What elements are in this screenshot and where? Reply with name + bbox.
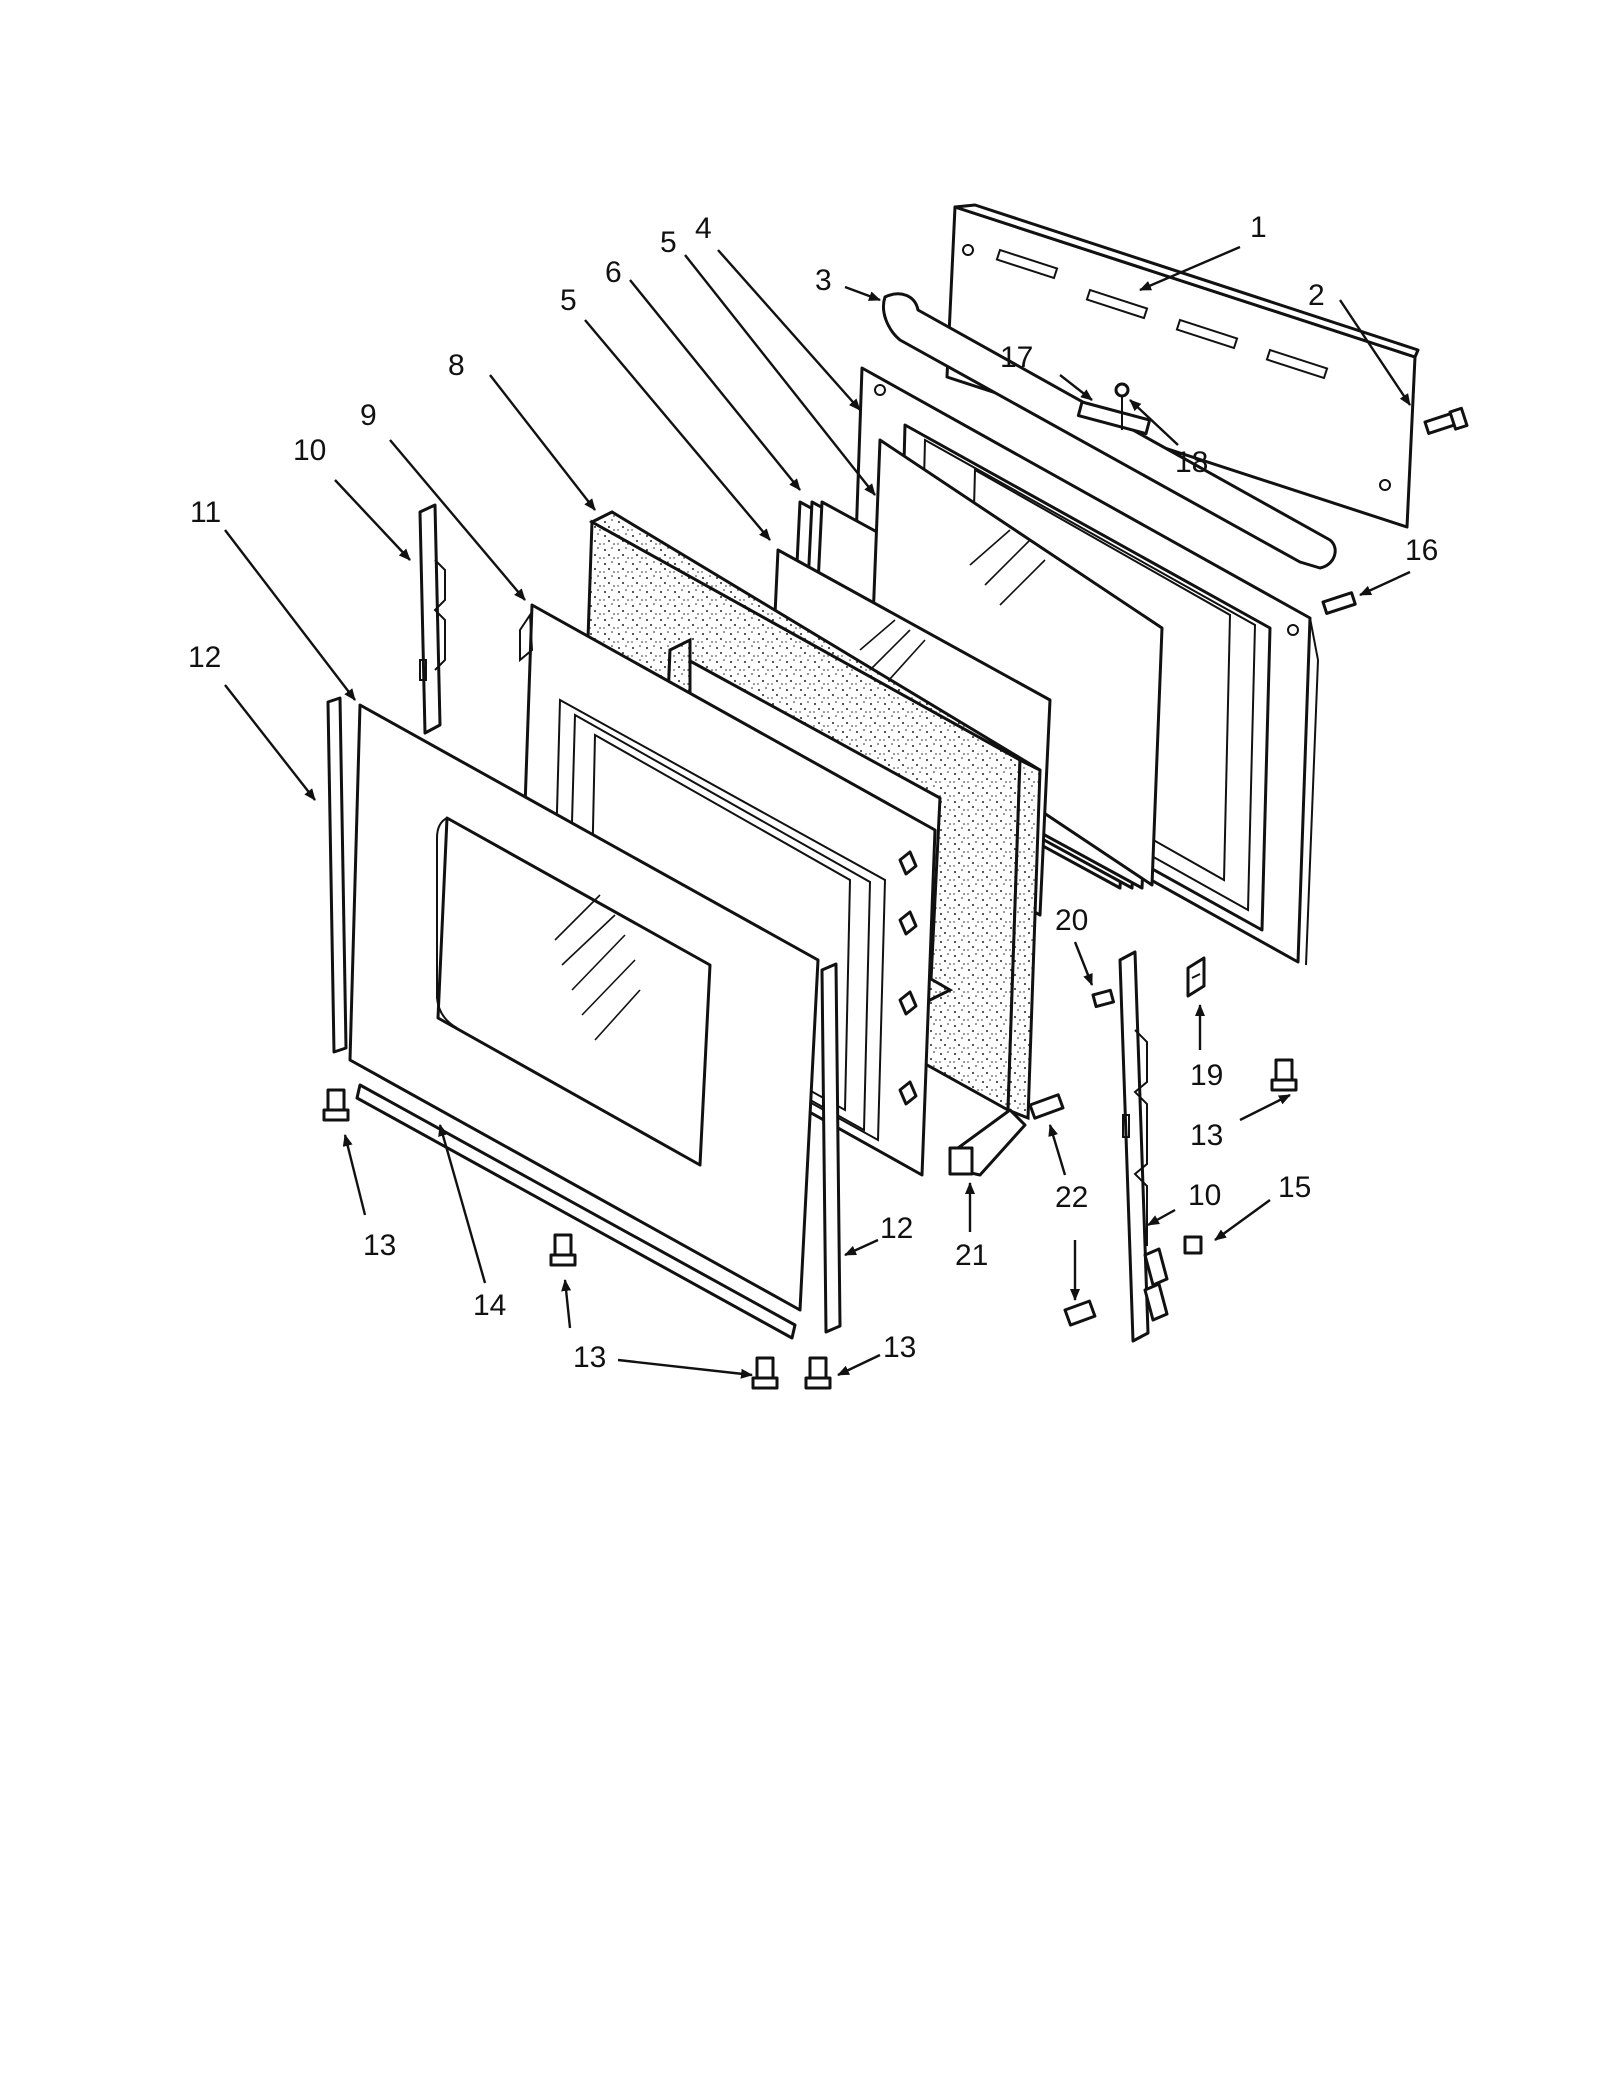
part-14-bottom-trim [355, 1083, 797, 1340]
part-10-door-channel-left [418, 503, 446, 735]
part-13-screw-bottom-b [804, 1356, 832, 1390]
callout-3: 3 [815, 264, 832, 297]
part-16-screw [1321, 591, 1357, 615]
part-3-door-handle [882, 292, 1337, 570]
callout-4: 4 [695, 212, 712, 245]
part-19-clip [1186, 956, 1206, 998]
part-11-outer-door-panel [348, 703, 820, 1312]
callout-22: 22 [1055, 1181, 1088, 1214]
callout-5-upper: 5 [660, 226, 677, 259]
part-22-screw [1028, 1093, 1065, 1120]
callout-9: 9 [360, 399, 377, 432]
callout-16: 16 [1405, 534, 1438, 567]
part-10-door-channel-right [1118, 950, 1169, 1343]
part-12-side-trim-left [326, 696, 348, 1054]
part-20-screw [1091, 988, 1115, 1009]
part-2-screw [1423, 406, 1469, 435]
callout-17: 17 [1000, 341, 1033, 374]
callout-10-right: 10 [1188, 1179, 1221, 1212]
callout-labels: 1 2 3 4 5 5 6 8 9 10 10 11 12 12 13 13 1… [188, 211, 1438, 1374]
part-1-door-top-trim [945, 203, 1420, 529]
part-12-side-trim-right [820, 962, 842, 1334]
callout-13-bottom-right: 13 [883, 1331, 916, 1364]
callout-18: 18 [1175, 446, 1208, 479]
callout-21: 21 [955, 1239, 988, 1272]
callout-14: 14 [473, 1289, 506, 1322]
leader-lines [224, 245, 1411, 1379]
part-13-screw-bottom-a [751, 1356, 779, 1390]
callout-20: 20 [1055, 904, 1088, 937]
callout-5-lower: 5 [560, 284, 577, 317]
callout-13-right: 13 [1190, 1119, 1223, 1152]
callout-1: 1 [1250, 211, 1267, 244]
callout-2: 2 [1308, 279, 1325, 312]
part-5-glass-panel-rear [969, 529, 1046, 606]
part-17-spacer [1076, 400, 1152, 436]
callout-13-center: 13 [573, 1341, 606, 1374]
part-22-screw-lower [1063, 1299, 1097, 1327]
callout-19: 19 [1190, 1059, 1223, 1092]
part-13-screw-center [549, 1233, 577, 1267]
callout-8: 8 [448, 349, 465, 382]
part-15-clip [1183, 1235, 1203, 1255]
part-21-hinge-bracket [948, 1108, 1027, 1177]
part-13-screw-right-top [1270, 1058, 1298, 1092]
callout-15: 15 [1278, 1171, 1311, 1204]
callout-12-right: 12 [880, 1212, 913, 1245]
callout-10-left: 10 [293, 434, 326, 467]
part-13-screw-left [322, 1088, 350, 1122]
callout-6: 6 [605, 256, 622, 289]
callout-11: 11 [190, 496, 221, 529]
part-18-screw [1114, 382, 1130, 430]
callout-12-left: 12 [188, 641, 221, 674]
callout-13-left: 13 [363, 1229, 396, 1262]
